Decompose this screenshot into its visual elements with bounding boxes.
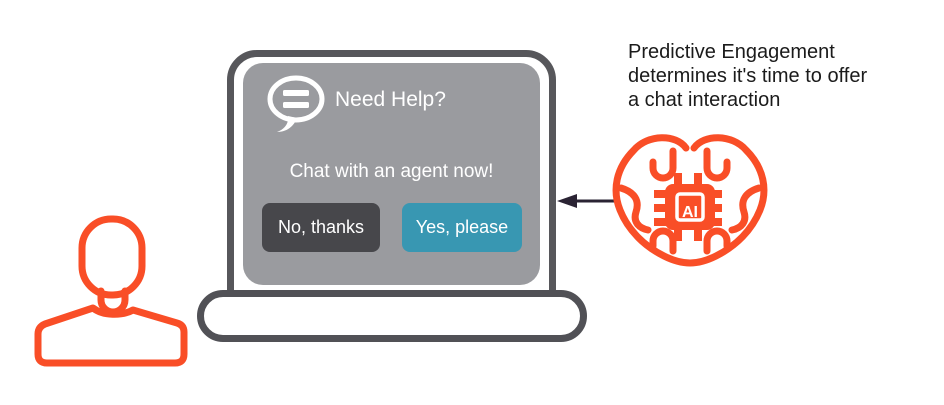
- ai-chip-label: AI: [682, 204, 698, 221]
- engagement-arrow: [557, 194, 619, 208]
- annotation-line-2: determines it's time to offer: [628, 65, 868, 87]
- arrowhead: [557, 194, 577, 208]
- laptop-base: [197, 290, 587, 342]
- annotation: Predictive Engagement determines it's ti…: [628, 40, 928, 112]
- user-icon: [34, 215, 188, 367]
- yes-please-button[interactable]: Yes, please: [402, 203, 522, 252]
- annotation-line-3: a chat interaction: [628, 89, 781, 111]
- chat-bubble-icon: [267, 75, 325, 132]
- chat-heading: Need Help?: [335, 88, 446, 111]
- annotation-line-1: Predictive Engagement: [628, 41, 835, 63]
- no-thanks-button[interactable]: No, thanks: [262, 203, 380, 252]
- chat-offer-widget: Need Help? Chat with an agent now! No, t…: [243, 63, 540, 285]
- ai-brain-icon: AI: [612, 134, 768, 267]
- chat-message: Chat with an agent now!: [289, 161, 494, 182]
